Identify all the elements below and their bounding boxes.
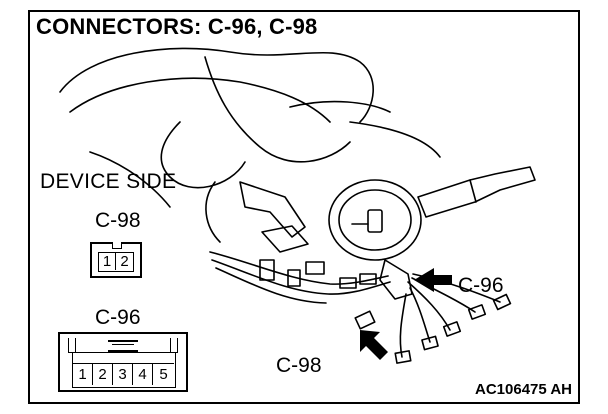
connector-c98-latch bbox=[112, 242, 122, 249]
connector-c96-pin: 5 bbox=[153, 363, 174, 385]
connector-c98-pin: 2 bbox=[120, 253, 129, 270]
connector-c98-pin-block: 1 2 bbox=[98, 252, 134, 272]
connector-c98-face: 1 2 bbox=[90, 242, 142, 278]
connector-c96-pin: 1 bbox=[73, 363, 93, 385]
steering-column-illustration bbox=[59, 47, 536, 364]
c96-callout-label: C-96 bbox=[458, 274, 504, 297]
connector-c96-lock-left bbox=[68, 338, 76, 353]
connector-c96-pin: 2 bbox=[93, 363, 113, 385]
connector-c96-label: C-96 bbox=[95, 306, 141, 329]
c98-arrow bbox=[360, 330, 388, 360]
device-side-label: DEVICE SIDE bbox=[40, 170, 177, 193]
page-title: CONNECTORS: C-96, C-98 bbox=[36, 14, 318, 39]
diagram-frame: CONNECTORS: C-96, C-98 DEVICE SIDE C-98 … bbox=[28, 10, 580, 404]
connector-c96-pin: 4 bbox=[133, 363, 153, 385]
connector-c96-lock-right bbox=[170, 338, 178, 353]
connector-c96-pin: 3 bbox=[113, 363, 133, 385]
connector-c98-pin: 1 bbox=[99, 253, 116, 270]
connector-c96-pin-block: 1 2 3 4 5 bbox=[72, 352, 176, 388]
connector-c98-label: C-98 bbox=[95, 209, 141, 232]
c98-callout-label: C-98 bbox=[276, 354, 322, 377]
connector-c96-key bbox=[108, 340, 138, 352]
c96-arrow bbox=[414, 268, 452, 292]
connector-c96-face: 1 2 3 4 5 bbox=[58, 332, 188, 392]
figure-code: AC106475 AH bbox=[475, 381, 572, 398]
